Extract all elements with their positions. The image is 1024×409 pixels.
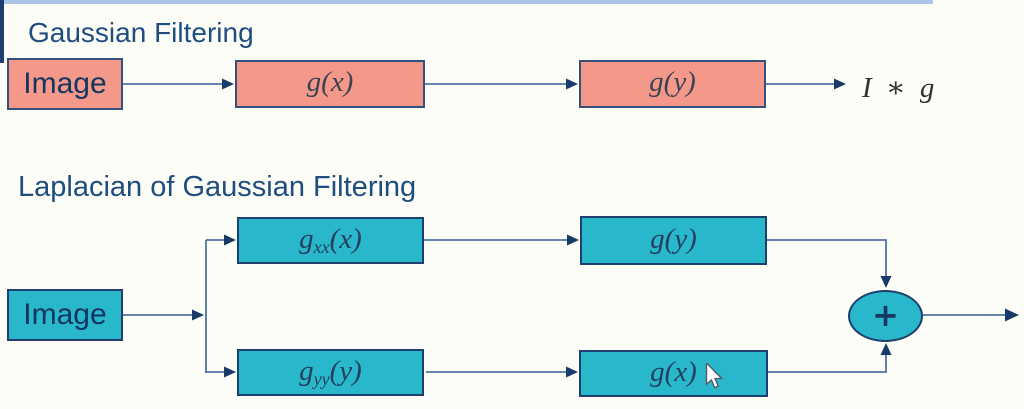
slide-top-border — [0, 0, 933, 4]
log-gxx-label: gxx(x) — [299, 222, 362, 258]
gaussian-gx-box: g(x) — [235, 60, 425, 108]
gaussian-output-expression: I ∗ g — [862, 72, 935, 104]
log-image-label: Image — [23, 298, 107, 331]
arrowhead-right — [192, 309, 204, 321]
gaussian-gy-label: g(y) — [649, 66, 696, 99]
arrowhead-right — [834, 78, 846, 90]
log-gx-label: g(x) — [650, 355, 697, 388]
arrowhead-right — [566, 78, 578, 90]
line-gy-to-sum — [767, 239, 887, 276]
arrowhead-right — [222, 78, 234, 90]
arrowheads — [192, 78, 1019, 378]
arrowhead-up — [880, 343, 892, 355]
arrowhead-down — [880, 276, 892, 288]
gaussian-image-box: Image — [7, 58, 123, 110]
gaussian-section-title: Gaussian Filtering — [28, 17, 254, 48]
gaussian-gy-box: g(y) — [579, 60, 766, 108]
log-section-title: Laplacian of Gaussian Filtering — [18, 171, 417, 203]
arrowhead-right — [224, 234, 236, 246]
log-gx-box: g(x) — [579, 350, 768, 397]
log-gyy-box: gyy(y) — [237, 349, 424, 396]
slide-left-border — [0, 0, 4, 63]
line-gx-to-sum — [768, 355, 887, 373]
arrowhead-right — [567, 234, 579, 246]
log-gy-box: g(y) — [580, 216, 767, 265]
connector-strokes — [123, 83, 1007, 373]
mouse-cursor-icon — [705, 363, 724, 389]
summation-node: + — [848, 290, 923, 342]
arrowhead-right — [1005, 308, 1019, 322]
plus-sign: + — [872, 296, 899, 334]
log-gyy-label: gyy(y) — [299, 354, 362, 390]
log-image-box: Image — [7, 289, 123, 341]
arrowhead-right — [224, 366, 236, 378]
gaussian-image-label: Image — [23, 67, 107, 100]
log-gxx-box: gxx(x) — [237, 217, 424, 264]
arrowhead-right — [566, 366, 578, 378]
gaussian-gx-label: g(x) — [306, 66, 354, 99]
log-gy-label: g(y) — [650, 222, 697, 255]
